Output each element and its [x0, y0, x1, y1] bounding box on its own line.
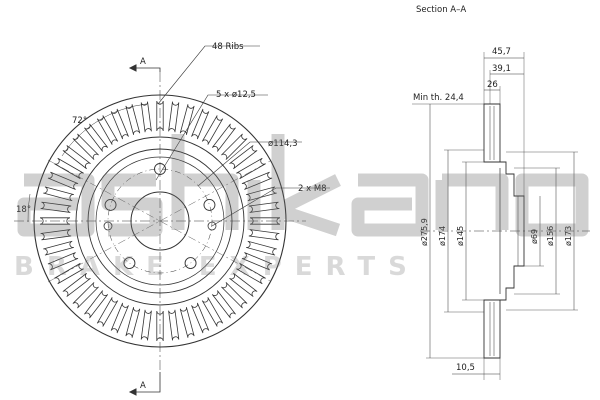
section-marker-bottom: A	[140, 381, 146, 391]
leader-threads	[211, 187, 330, 227]
cooling-rib	[40, 229, 72, 241]
cooling-rib	[156, 310, 164, 342]
cooling-rib	[84, 123, 109, 152]
cooling-rib	[246, 240, 277, 256]
centerline-diag	[47, 159, 273, 283]
watermark-tagline: BRAKE EXPERTS	[14, 252, 420, 282]
cooling-rib	[241, 171, 273, 190]
dim-label-dia-156: ø156	[546, 226, 555, 246]
section-marker-top: A	[140, 57, 146, 67]
disc-profile-upper	[483, 103, 501, 163]
cooling-rib	[140, 309, 152, 341]
cooling-rib	[211, 123, 236, 152]
dim-label-dia-173: ø173	[564, 226, 573, 246]
leader-pcd	[197, 141, 302, 187]
cooling-rib	[84, 290, 109, 319]
cooling-rib	[43, 240, 74, 256]
angle-18-label: 18°	[16, 205, 31, 215]
disc-profile-lower	[483, 299, 501, 359]
leader-bolt-holes	[155, 94, 268, 181]
section-arrow-top	[136, 67, 161, 72]
leader-ribs	[157, 45, 260, 105]
threaded-hole	[103, 221, 113, 231]
threads-label: 2 x M8	[298, 184, 327, 194]
cooling-rib	[229, 145, 258, 170]
bolt-hole	[184, 257, 197, 270]
front-view	[14, 45, 330, 396]
cooling-rib	[248, 229, 280, 241]
cooling-rib	[191, 302, 210, 334]
cooling-rib	[140, 101, 152, 133]
cooling-rib	[229, 272, 258, 297]
bolt-hole	[123, 257, 136, 270]
ribs-label: 48 Ribs	[212, 42, 244, 52]
cooling-rib	[54, 262, 84, 285]
cooling-rib	[221, 282, 248, 309]
dim-label-disc-thickness: 26	[487, 80, 498, 90]
bolt-holes-label: 5 x ø12,5	[216, 90, 256, 100]
cooling-rib	[110, 108, 129, 140]
dim-label-hat-depth: 39,1	[492, 64, 511, 74]
section-title: Section A–A	[416, 5, 466, 15]
cooling-rib	[39, 217, 71, 225]
cooling-rib	[125, 104, 141, 135]
angle-arc-72	[61, 103, 147, 157]
dim-label-dia-145: ø145	[456, 226, 465, 246]
cooling-rib	[168, 309, 180, 341]
cooling-rib	[221, 133, 248, 160]
cooling-rib	[40, 201, 72, 213]
cooling-rib	[179, 307, 195, 338]
dim-label-dia-outer: ø275,9	[420, 218, 429, 246]
cooling-ribs	[39, 100, 281, 342]
centerline-diag	[47, 159, 273, 283]
bolt-hole	[203, 198, 216, 211]
cooling-rib	[201, 297, 224, 327]
cooling-rib	[156, 100, 164, 132]
bolt-hole	[104, 198, 117, 211]
dim-label-overall-width: 45,7	[492, 47, 511, 57]
cooling-rib	[236, 157, 266, 180]
cooling-rib	[43, 186, 74, 202]
dim-label-dia-69: ø69	[530, 229, 539, 244]
dim-label-dia-174: ø174	[438, 226, 447, 246]
cooling-rib	[211, 290, 236, 319]
threaded-hole	[207, 221, 217, 231]
cooling-rib	[62, 272, 91, 297]
cooling-rib	[246, 186, 277, 202]
pcd-label: ø114,3	[268, 139, 298, 149]
section-arrow-top-head	[128, 64, 137, 72]
cooling-rib	[168, 101, 180, 133]
dim-label-flange-thickness: 10,5	[456, 363, 475, 373]
cooling-rib	[72, 282, 99, 309]
section-arrow-bottom	[136, 372, 161, 393]
cooling-rib	[248, 201, 280, 213]
cooling-rib	[179, 104, 195, 135]
angle-72-label: 72°	[72, 116, 87, 126]
section-arrow-bottom-head	[128, 388, 137, 396]
angle-arc-18	[27, 193, 31, 223]
section-view	[412, 52, 590, 380]
cooling-rib	[125, 307, 141, 338]
cooling-rib	[249, 217, 281, 225]
cooling-rib	[96, 115, 119, 145]
cooling-rib	[72, 133, 99, 160]
dim-label-min-thickness: Min th. 24,4	[413, 93, 464, 103]
cooling-rib	[47, 252, 79, 271]
